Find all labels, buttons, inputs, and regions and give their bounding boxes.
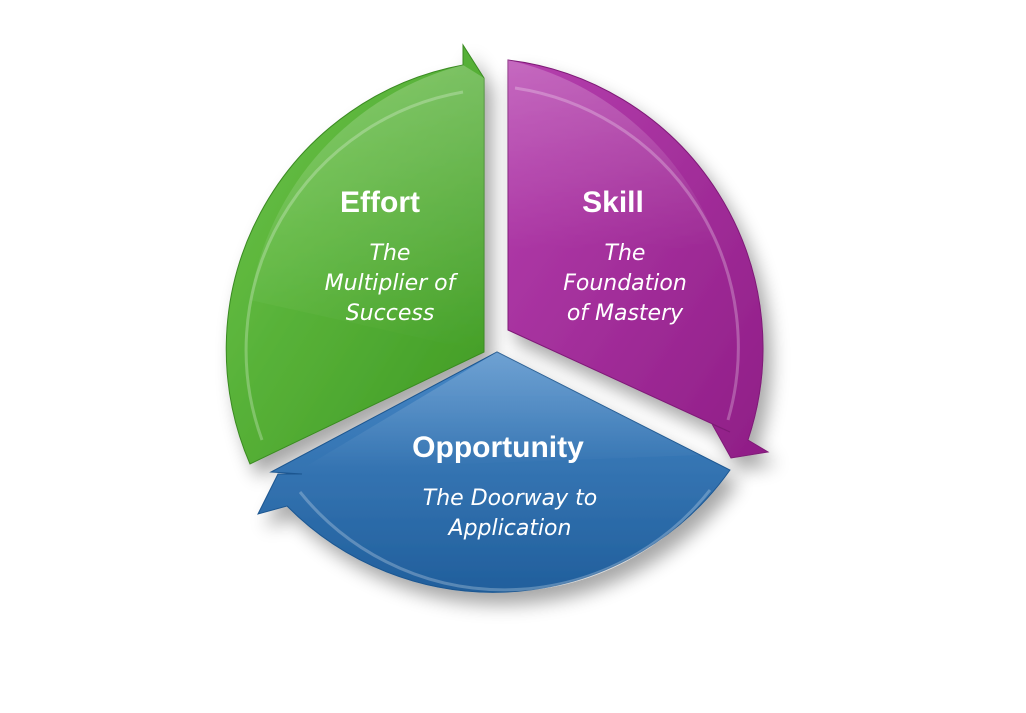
opportunity-subtitle-line-1: The Doorway to <box>423 486 597 511</box>
skill-gloss <box>508 60 720 250</box>
skill-subtitle-line-1: The <box>605 241 646 266</box>
segment-skill <box>507 59 770 459</box>
skill-label-group: Skill The Foundation of Mastery <box>563 186 687 326</box>
skill-title: Skill <box>582 186 644 219</box>
opportunity-title: Opportunity <box>412 431 584 464</box>
effort-gloss <box>250 65 484 352</box>
opportunity-gloss <box>300 352 700 470</box>
skill-subtitle-line-3: of Mastery <box>567 301 684 326</box>
effort-subtitle-line-2: Multiplier of <box>325 271 459 296</box>
segment-opportunity <box>257 351 731 593</box>
effort-label-group: Effort The Multiplier of Success <box>325 186 459 326</box>
effort-subtitle-line-3: Success <box>346 301 435 326</box>
skill-subtitle-line-2: Foundation <box>563 271 687 296</box>
opportunity-label-group: Opportunity The Doorway to Application <box>412 431 597 541</box>
opportunity-subtitle-line-2: Application <box>447 516 572 541</box>
effort-subtitle-line-1: The <box>370 241 411 266</box>
opportunity-inner-arc <box>298 489 712 592</box>
segment-effort <box>225 43 485 465</box>
effort-title: Effort <box>340 186 420 219</box>
